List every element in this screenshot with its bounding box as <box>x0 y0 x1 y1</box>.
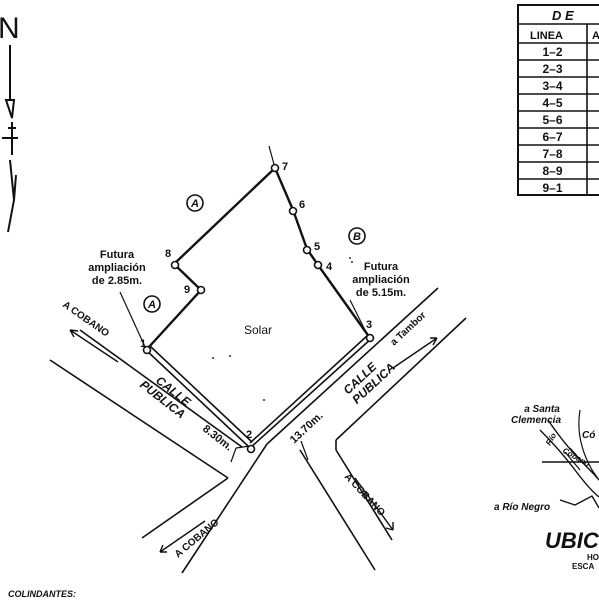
loc-santa-clemencia-2: Clemencia <box>511 415 561 426</box>
circle-mark-a1: A <box>190 198 199 210</box>
loc-santa-clemencia-1: a Santa <box>524 404 560 415</box>
loc-rio-negro: a Río Negro <box>494 502 550 513</box>
location-map: a Santa Clemencia Có Río Cobano a Río Ne… <box>494 404 599 571</box>
loc-esca: ESCA <box>572 562 594 571</box>
vertex-label-4: 4 <box>326 261 333 273</box>
north-label: N <box>0 12 20 45</box>
vertex-label-9: 9 <box>184 284 190 296</box>
loc-co: Có <box>582 430 595 441</box>
location-title-partial: UBIC <box>545 528 599 553</box>
vertex-label-5: 5 <box>314 241 320 253</box>
vertex-markers <box>142 163 375 454</box>
table-col-linea: LINEA <box>530 30 563 42</box>
vertex-label-7: 7 <box>282 161 288 173</box>
lineas-table: D E LINEA A 1–2 2–3 3–4 4–5 5–6 6–7 7–8 8–9 9–1 <box>517 4 599 196</box>
ampliacion-right-label: Futura ampliación de 5.15m. <box>352 261 410 299</box>
table-row-1: 1–2 <box>542 45 562 59</box>
loc-hoj: HOJ <box>587 553 599 562</box>
direction-cobano-bottom-right: A COBANO <box>342 472 387 519</box>
vertex-4 <box>313 260 323 270</box>
table-header-title: D E <box>552 8 574 23</box>
dimension-right: 13.70m. <box>288 410 326 446</box>
streets <box>49 287 467 574</box>
vertex-9 <box>196 285 206 295</box>
vertex-1 <box>142 345 152 355</box>
svg-text:ampliación: ampliación <box>88 262 146 274</box>
north-arrow: N <box>0 12 20 233</box>
svg-text:de 2.85m.: de 2.85m. <box>92 275 142 287</box>
table-row-9: 9–1 <box>542 181 562 195</box>
vertex-2 <box>246 444 256 454</box>
table-row-8: 8–9 <box>542 164 562 178</box>
svg-text:Futura: Futura <box>100 249 135 261</box>
vertex-labels: 1 2 3 4 5 6 7 8 9 <box>140 161 372 441</box>
table-row-3: 3–4 <box>542 79 562 93</box>
vertex-label-6: 6 <box>299 199 305 211</box>
vertex-6 <box>288 206 298 216</box>
ampliacion-left-label: Futura ampliación de 2.85m. <box>88 249 146 287</box>
table-col-second: A <box>592 30 599 42</box>
vertex-7 <box>270 163 280 173</box>
table-row-5: 5–6 <box>542 113 562 127</box>
vertex-3 <box>365 333 375 343</box>
vertex-label-8: 8 <box>165 248 171 260</box>
svg-text:Futura: Futura <box>364 261 399 273</box>
loc-rio: Río <box>544 431 558 447</box>
direction-arrows <box>69 329 438 553</box>
vertex-5 <box>302 245 312 255</box>
table-row-6: 6–7 <box>542 130 562 144</box>
vertex-8 <box>170 260 180 270</box>
vertex-label-1: 1 <box>140 338 146 350</box>
scan-dots <box>212 257 353 401</box>
svg-text:ampliación: ampliación <box>352 274 410 286</box>
svg-text:de 5.15m.: de 5.15m. <box>356 287 406 299</box>
vertex-label-2: 2 <box>246 429 252 441</box>
street-label-left: CALLE PUBLICA <box>137 373 194 421</box>
circle-marks: A B A <box>143 194 366 313</box>
table-row-2: 2–3 <box>542 62 562 76</box>
table-row-7: 7–8 <box>542 147 562 161</box>
circle-mark-a2: A <box>147 299 156 311</box>
table-row-4: 4–5 <box>542 96 562 110</box>
circle-mark-b: B <box>353 231 361 243</box>
colindantes-label: COLINDANTES: <box>8 589 76 599</box>
vertex-label-3: 3 <box>366 319 372 331</box>
lot-label: Solar <box>244 323 272 337</box>
